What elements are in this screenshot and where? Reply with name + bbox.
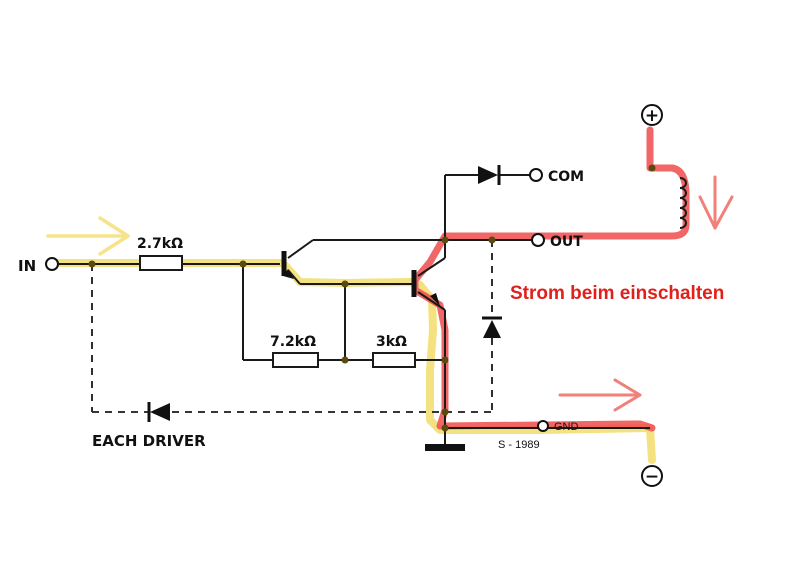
annotation-text: Strom beim einschalten xyxy=(510,283,724,304)
gnd-terminal xyxy=(537,420,549,432)
svg-text:−: − xyxy=(645,467,659,487)
resistor-2k7-label: 2.7kΩ xyxy=(137,236,183,252)
drawing-mark: S - 1989 xyxy=(498,439,540,451)
svg-text:+: + xyxy=(645,106,659,126)
ground-bar xyxy=(425,444,465,451)
out-label: OUT xyxy=(550,234,583,250)
resistor-7k2-label: 7.2kΩ xyxy=(270,334,316,350)
relay-coil xyxy=(679,177,687,229)
red-down-arrow-icon xyxy=(698,175,734,230)
com-label: COM xyxy=(548,169,584,185)
in-terminal xyxy=(45,257,59,271)
diode-vertical xyxy=(482,316,502,338)
each-driver-label: EACH DRIVER xyxy=(92,432,206,450)
junction-dots xyxy=(88,164,656,432)
com-terminal xyxy=(529,168,543,182)
minus-terminal: − xyxy=(641,465,663,487)
diode-each-driver xyxy=(147,402,170,422)
yellow-arrow-icon xyxy=(46,216,130,256)
resistor-3k-label: 3kΩ xyxy=(376,334,407,350)
resistor-2k7 xyxy=(139,255,183,271)
red-right-arrow-icon xyxy=(558,378,642,412)
gnd-label: GND xyxy=(554,421,579,433)
dashed-wires xyxy=(91,240,493,413)
resistor-7k2 xyxy=(272,352,319,368)
plus-terminal: + xyxy=(641,104,663,126)
out-terminal xyxy=(531,233,545,247)
transistor-1 xyxy=(281,251,294,279)
diode-com xyxy=(478,165,501,185)
resistor-3k xyxy=(372,352,416,368)
in-label: IN xyxy=(18,257,36,275)
transistor-2 xyxy=(411,270,440,306)
